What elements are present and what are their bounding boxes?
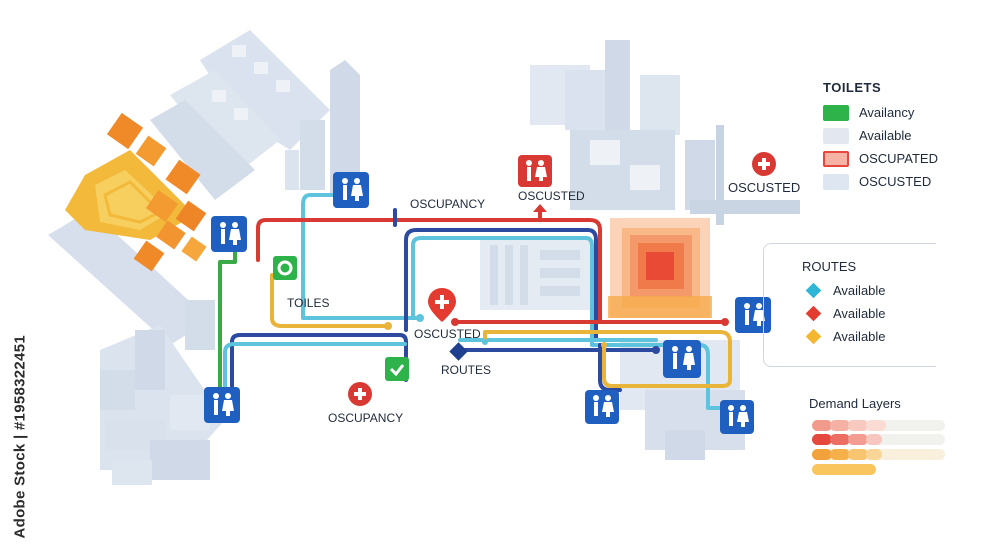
available-marker[interactable] (385, 357, 409, 381)
routes-label: ROUTES (441, 363, 491, 377)
stock-watermark: Adobe Stock | #1958322451 (4, 300, 34, 540)
legend-item-availancy: Availancy (823, 101, 938, 124)
first-aid-icon[interactable] (752, 152, 776, 176)
legend-item-oscusted: OSCUSTED (823, 170, 938, 193)
oscusted-label-top: OSCUSTED (518, 189, 585, 203)
route-blue-1 (393, 208, 598, 342)
legend-swatch (823, 173, 849, 190)
legend-item-label: OSCUPATED (859, 151, 938, 166)
diamond-icon (805, 282, 822, 299)
toilet-marker[interactable] (720, 400, 754, 434)
available-marker[interactable] (273, 256, 297, 280)
toilets-legend-title: TOILETS (823, 80, 882, 95)
route-cyan-2 (411, 236, 740, 410)
legend-item-label: OSCUSTED (859, 174, 932, 189)
legend-item-occupated: OSCUPATED (823, 147, 938, 170)
toilet-marker[interactable] (211, 216, 247, 252)
route-blue-2 (230, 333, 658, 397)
legend-item-label: Available (833, 283, 886, 298)
legend-route-yellow: Available (802, 325, 886, 348)
route-network (218, 193, 740, 410)
demand-heatmap (608, 218, 712, 318)
routes-legend: ROUTES Available Available Available (802, 259, 886, 348)
route-blue-3 (598, 343, 622, 392)
left-building-cluster (48, 30, 360, 485)
routes-legend-frame (763, 243, 936, 367)
legend-item-label: Available (833, 306, 886, 321)
toilet-marker[interactable] (663, 340, 701, 378)
demand-layers-legend: Demand Layers (809, 396, 901, 411)
toilet-marker[interactable] (204, 387, 240, 423)
first-aid-icon[interactable] (348, 382, 372, 406)
legend-swatch (823, 150, 849, 167)
toilet-marker[interactable] (585, 390, 619, 424)
route-green (218, 243, 237, 397)
legend-item-label: Available (859, 128, 912, 143)
routes-diamond-icon (449, 342, 468, 361)
diamond-icon (805, 305, 822, 322)
toilet-marker[interactable] (735, 297, 771, 333)
toilets-legend: TOILETS Availancy Available OSCUPATED OS… (823, 80, 938, 193)
toilet-marker[interactable] (333, 172, 369, 208)
routes-legend-title: ROUTES (802, 259, 857, 274)
occupancy-label-top: OSCUPANCY (410, 197, 485, 211)
route-yellow-2 (483, 330, 732, 388)
right-building-cluster (480, 40, 800, 460)
watermark-text: Adobe Stock | #1958322451 (11, 335, 29, 539)
route-cyan-1 (301, 193, 422, 320)
location-pin-icon[interactable] (428, 288, 456, 322)
demand-layers-title: Demand Layers (809, 396, 901, 411)
legend-item-available: Available (823, 124, 938, 147)
route-yellow-1 (270, 273, 390, 328)
legend-swatch (823, 104, 849, 121)
legend-item-label: Available (833, 329, 886, 344)
legend-route-cyan: Available (802, 279, 886, 302)
legend-route-red: Available (802, 302, 886, 325)
toiles-label: TOILES (287, 296, 329, 310)
oscusted-label-center: OSCUSTED (414, 327, 481, 341)
legend-swatch (823, 127, 849, 144)
toilet-marker-occupied[interactable] (518, 155, 552, 187)
legend-item-label: Availancy (859, 105, 915, 120)
high-demand-district (65, 112, 207, 272)
route-cyan-3 (223, 338, 658, 402)
occupancy-label-bottom: OSCUPANCY (328, 411, 403, 425)
oscusted-label-right: OSCUSTED (728, 180, 800, 195)
diamond-icon (805, 328, 822, 345)
